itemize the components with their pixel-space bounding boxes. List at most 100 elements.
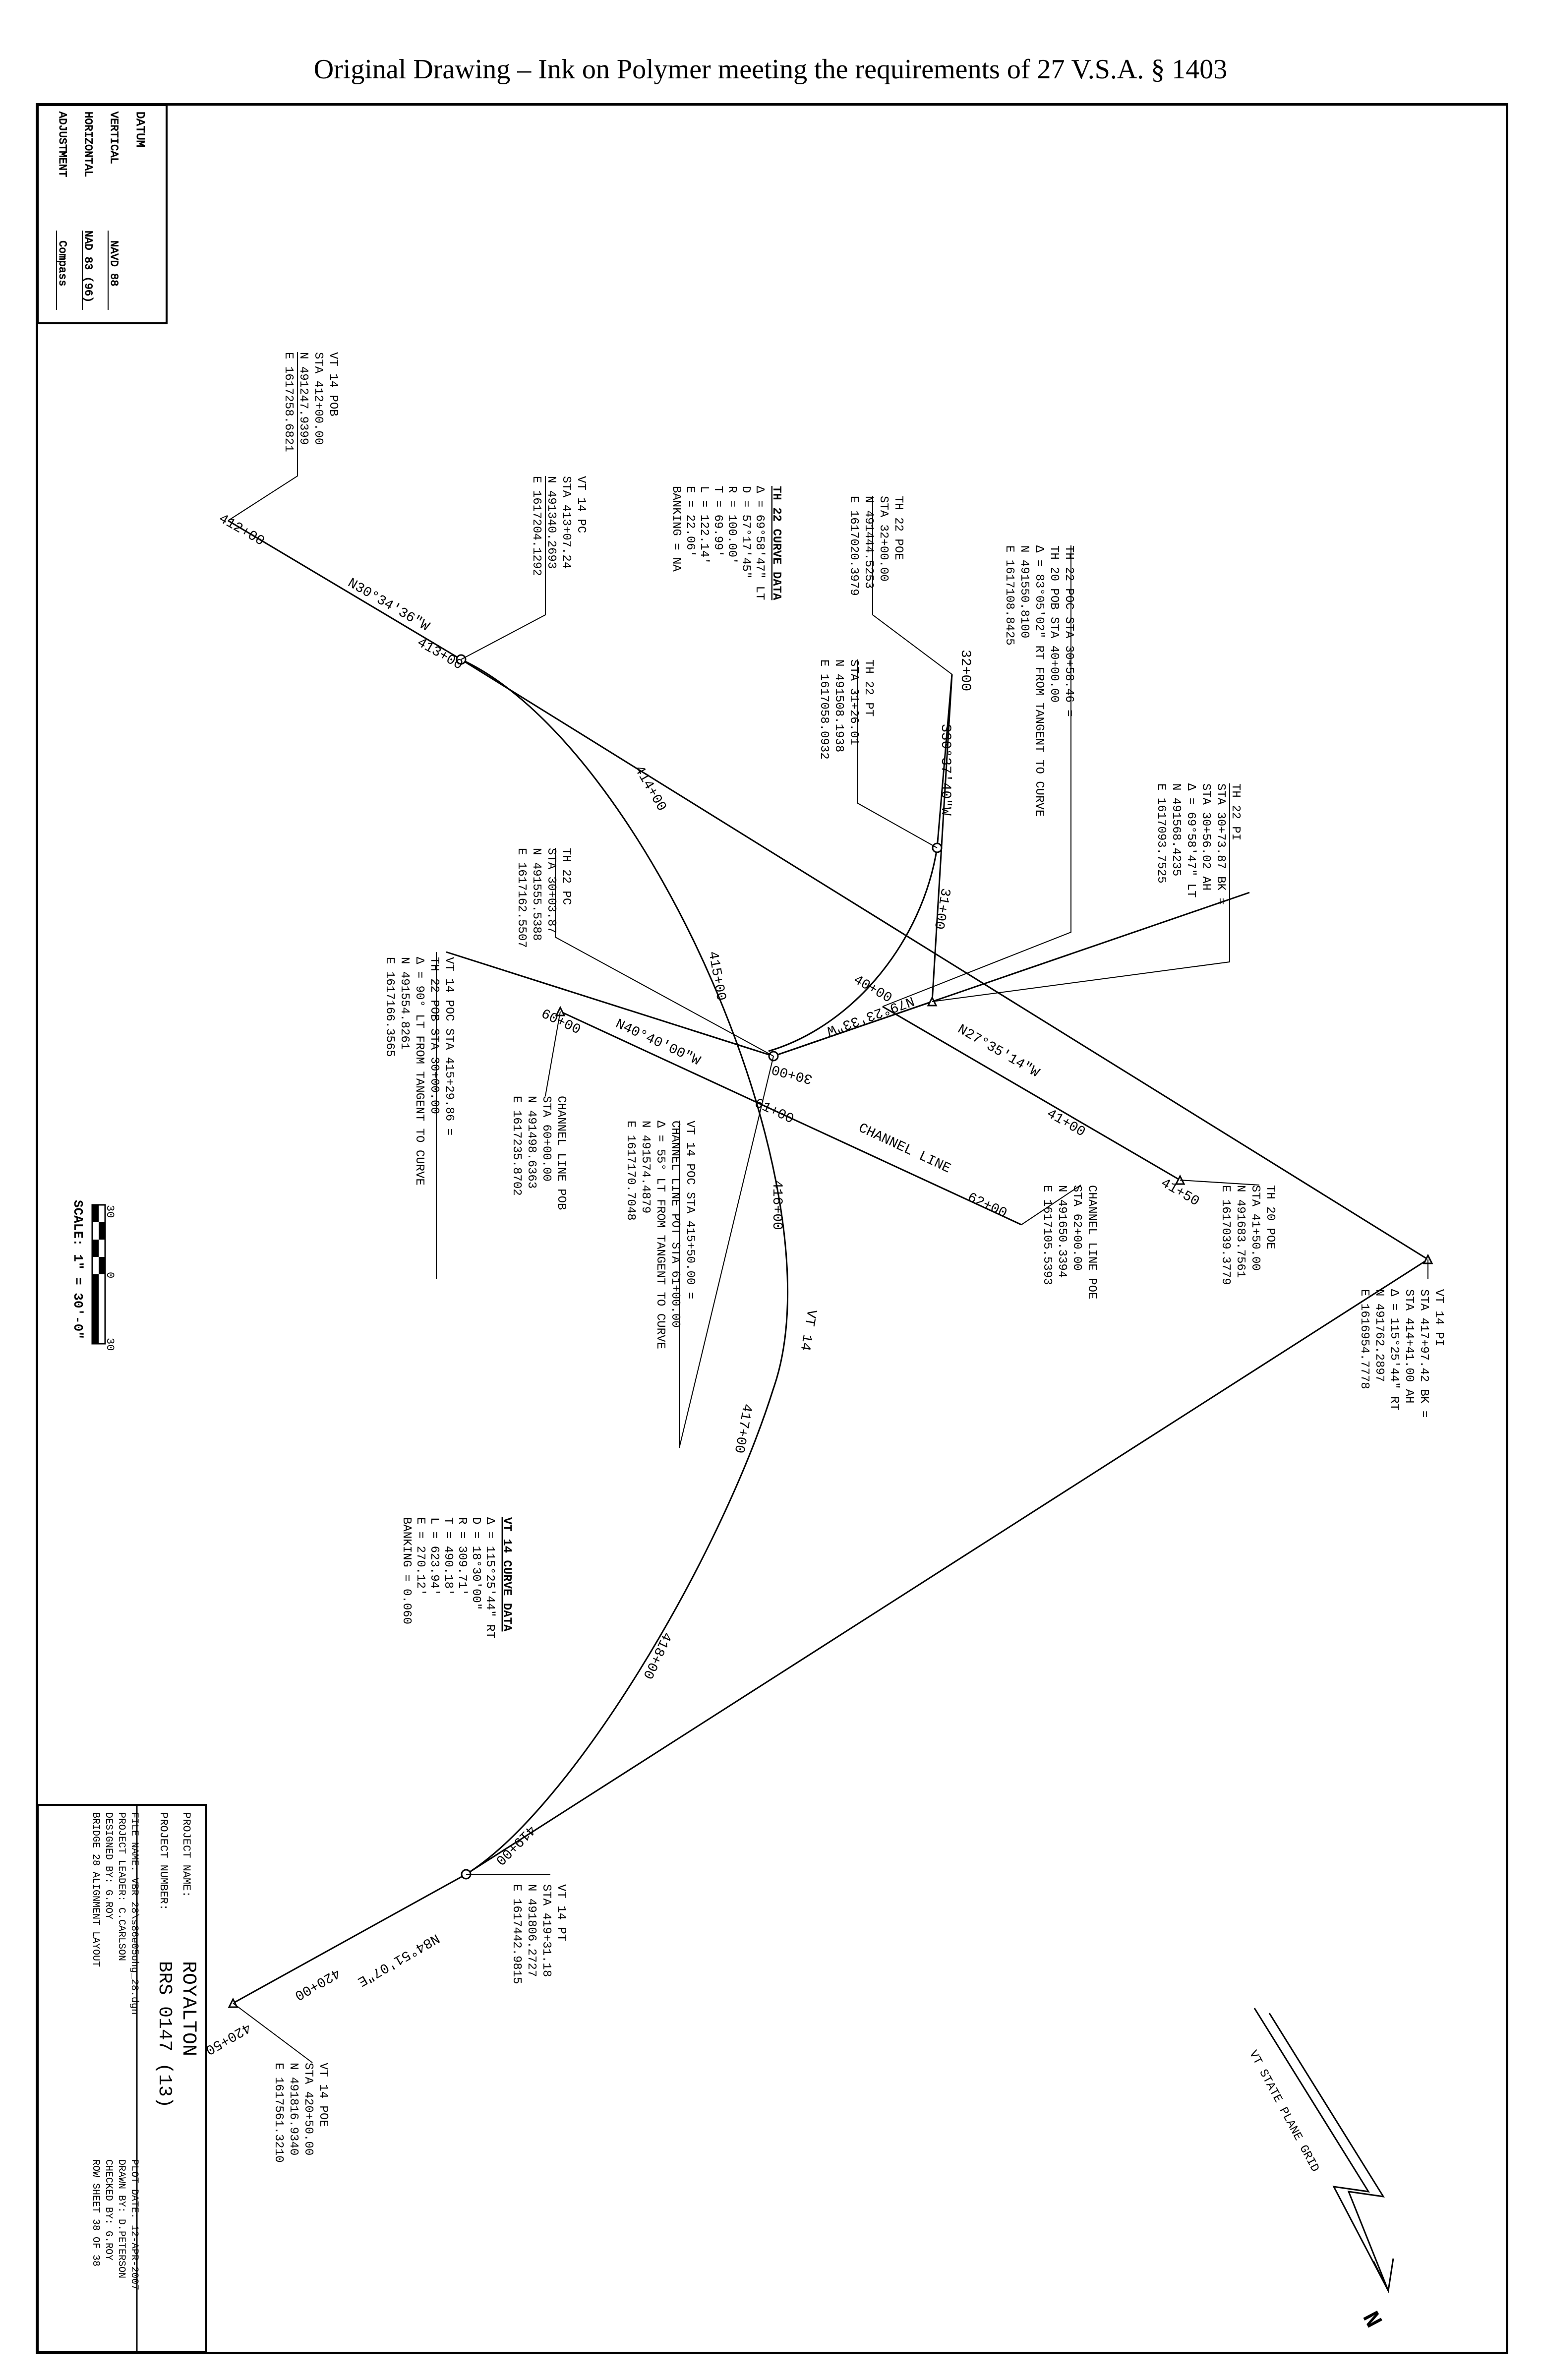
th22-poc-delta: Δ = 83°05'02" RT FROM TANGENT TO CURVE (1032, 545, 1046, 817)
th22-pt-north: N 491508.1938 (832, 659, 845, 752)
label-th22-pc: TH 22 PC STA 30+03.87 N 491555.5388 E 16… (515, 848, 573, 948)
vt14-poc2-pot: CHANNEL LINE POT STA 61+00.00 (668, 1121, 682, 1328)
vt14-poc-pob: TH 22 POB STA 30+00.00 (427, 957, 441, 1114)
north-arrow: VT STATE PLANE GRID N (1246, 2008, 1394, 2333)
label-channel-poe: CHANNEL LINE POE STA 62+00.00 N 491650.3… (1040, 1185, 1098, 1299)
th22-poe-east: E 1617020.3979 (847, 496, 860, 596)
channel-pob-title: CHANNEL LINE POB (554, 1096, 568, 1210)
leader-misc-b (446, 951, 774, 1057)
vt14-poc-east: E 1617166.3565 (383, 957, 396, 1057)
bearing-vt14-back: N30°34'36"W (345, 576, 432, 635)
vt14-poe-north: N 491816.9340 (287, 2063, 300, 2155)
vt14-centerline-label: VT 14 (797, 1308, 819, 1352)
project-name-label: PROJECT NAME: (180, 1812, 192, 1898)
sta-41: 41+00 (1044, 1106, 1088, 1140)
th22-pi-sta-ah: STA 30+56.02 AH (1199, 783, 1212, 891)
scale-tick-zero: 0 (104, 1272, 116, 1278)
vt14-poe-sta: STA 420+50.00 (301, 2063, 315, 2155)
th20-poe-east: E 1617039.3779 (1219, 1185, 1232, 1285)
label-vt14-poc2: VT 14 POC STA 415+50.00 = CHANNEL LINE P… (624, 1121, 697, 1349)
datum-adjustment-value: Compass (56, 240, 68, 286)
sta-419: 419+00 (492, 1822, 538, 1868)
th22-pc-title: TH 22 PC (559, 848, 573, 905)
label-vt14-pob: VT 14 POB STA 412+00.00 N 491247.9399 E … (282, 352, 340, 452)
th22-pc-sta: STA 30+03.87 (544, 848, 558, 934)
th22-pt-sta: STA 31+26.01 (847, 659, 860, 745)
page-header: Original Drawing – Ink on Polymer meetin… (313, 54, 1228, 85)
vt14-pc-sta: STA 413+07.24 (559, 476, 573, 569)
sta-417: 417+00 (731, 1402, 755, 1454)
label-th22-poc: TH 22 POC STA 30+58.46 = TH 20 POB STA 4… (1003, 545, 1075, 817)
vt14-tangent-back (228, 520, 462, 660)
sta-420: 420+00 (292, 1964, 343, 2003)
label-vt14-pc: VT 14 PC STA 413+07.24 N 491340.2693 E 1… (530, 476, 588, 576)
scale-label: SCALE: 1" = 30'-0" (70, 1200, 85, 1339)
vt14-pob-title: VT 14 POB (326, 352, 340, 416)
vt14-pi-sta-ah: STA 414+41.00 AH (1402, 1289, 1416, 1403)
label-th20-poe: TH 20 POE STA 41+50.00 N 491683.7561 E 1… (1219, 1185, 1277, 1285)
th20-poe-title: TH 20 POE (1263, 1185, 1277, 1250)
datum-vertical-label: VERTICAL (108, 112, 120, 164)
vt14-poc2-north: N 491574.4879 (639, 1121, 652, 1213)
vt14-pob-east: E 1617258.6821 (282, 352, 295, 452)
row-sheet: ROW SHEET 38 OF 38 (90, 2159, 101, 2266)
channel-pob-east: E 1617235.8702 (510, 1096, 523, 1196)
project-number-label: PROJECT NUMBER: (157, 1812, 170, 1910)
th22-poe-title: TH 22 POE (891, 496, 905, 560)
checked-by: CHECKED BY: G.ROY (103, 2159, 114, 2261)
vt14-tangent-final (233, 1873, 467, 2004)
channel-poe-north: N 491650.3394 (1055, 1185, 1068, 1278)
vt14-pc-north: N 491340.2693 (544, 476, 558, 569)
north-letter: N (1356, 2308, 1386, 2333)
label-vt14-pt: VT 14 PT STA 419+31.18 N 491806.2727 E 1… (510, 1884, 568, 1984)
vt14-pob-sta: STA 412+00.00 (311, 352, 325, 445)
vt14-pi-title: VT 14 PI (1432, 1289, 1445, 1346)
sta-415: 415+00 (705, 950, 728, 1002)
vt14-poc2-east: E 1617170.7048 (624, 1121, 637, 1221)
vt14-pt-north: N 491806.2727 (525, 1884, 538, 1977)
sta-414: 414+00 (631, 763, 669, 814)
th22-poc-north: N 491550.8100 (1017, 545, 1031, 638)
vt14-curve-e: E = 270.12' (414, 1517, 427, 1596)
label-th22-poe: TH 22 POE STA 32+00.00 N 491444.5253 E 1… (847, 496, 905, 596)
title-block: PROJECT NAME: ROYALTON PROJECT NUMBER: B… (37, 1804, 207, 2353)
datum-box: DATUM VERTICAL NAVD 88 HORIZONTAL NAD 83… (37, 104, 168, 324)
bearing-vt14-ahead: N84°51'07"E (355, 1930, 442, 1989)
label-vt14-curve: VT 14 CURVE DATA Δ = 115°25'44" RT D = 1… (400, 1517, 513, 1639)
th22-curve-d: D = 57°17'45" (739, 486, 752, 579)
north-arrow-label: VT STATE PLANE GRID (1246, 2048, 1321, 2174)
file-name: FILE NAME: VBR 28\s86e05ohg_28.dgn (128, 1812, 140, 2015)
vt14-curve (461, 658, 789, 1875)
vt14-pt-sta: STA 419+31.18 (539, 1884, 553, 1977)
vt14-curve-banking: BANKING = 0.060 (400, 1517, 413, 1624)
th22-curve-l: L = 122.14' (697, 486, 711, 564)
channel-poe-sta: STA 62+00.00 (1070, 1185, 1083, 1271)
th22-curve-r: R = 100.00' (725, 486, 738, 564)
sta-413: 413+00 (415, 635, 466, 673)
th22-curve-title: TH 22 CURVE DATA (770, 486, 783, 600)
vt14-poe-east: E 1617561.3210 (272, 2063, 285, 2163)
th22-poe-sta: STA 32+00.00 (877, 496, 890, 582)
th22-tangent-a (773, 674, 953, 1057)
channel-line-label: CHANNEL LINE (856, 1121, 953, 1177)
leader-lines (228, 352, 1428, 2063)
sta-32: 32+00 (957, 650, 973, 691)
project-leader: PROJECT LEADER: C.CARLSON (116, 1812, 127, 1961)
drawing-sheet-border (36, 103, 1508, 2354)
th22-poc-title: TH 22 POC STA 30+58.46 = (1062, 545, 1075, 717)
vt14-pc-title: VT 14 PC (574, 476, 588, 533)
sta-412: 412+00 (216, 511, 267, 549)
sheet-title: BRIDGE 28 ALIGNMENT LAYOUT (90, 1812, 101, 1967)
scale-bar: 30 0 30 SCALE: 1" = 30'-0" (70, 1200, 116, 1351)
plot-date: PLOT DATE: 12-APR-2007 (128, 2159, 140, 2290)
sta-416: 416+00 (769, 1180, 784, 1230)
vt14-poc2-delta: Δ = 55° LT FROM TANGENT TO CURVE (653, 1121, 667, 1349)
project-number: BRS 0147 (13) (154, 1961, 175, 2108)
sta-61: 61+00 (752, 1096, 796, 1128)
th22-pc-east: E 1617162.5507 (515, 848, 528, 948)
th22-pc-north: N 491555.5388 (530, 848, 543, 941)
sta-418: 418+00 (639, 1629, 674, 1681)
vt14-pt-east: E 1617442.9815 (510, 1884, 523, 1984)
label-vt14-pi: VT 14 PI STA 417+97.42 BK = STA 414+41.0… (1358, 1289, 1445, 1418)
th22-curve-e: E = 22.06' (683, 486, 697, 557)
